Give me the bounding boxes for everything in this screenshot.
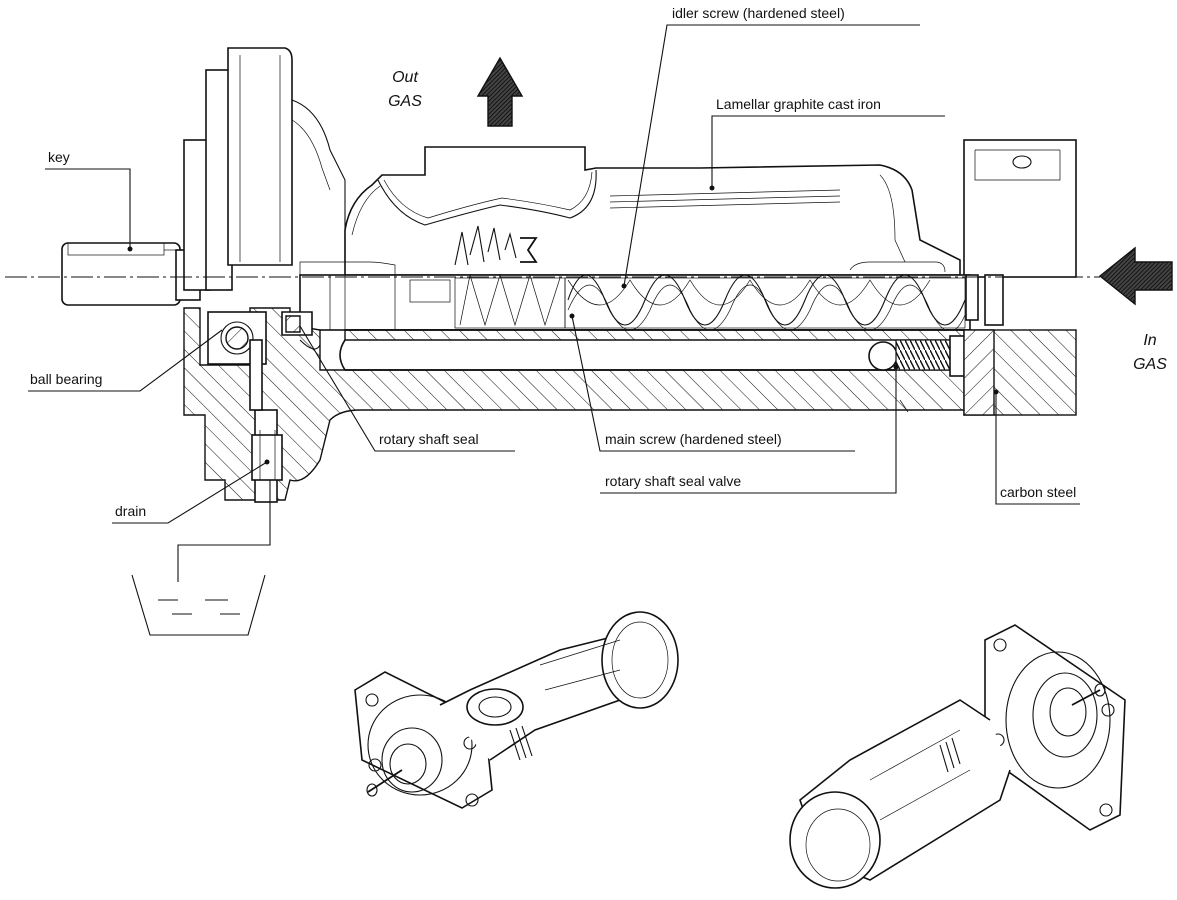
main-screw-label: main screw (hardened steel)	[605, 431, 782, 447]
rotary-shaft-seal-label: rotary shaft seal	[379, 431, 479, 447]
front-flange	[183, 47, 346, 291]
label-idler-screw: idler screw (hardened steel)	[623, 5, 920, 287]
pump-cross-section	[5, 47, 1100, 503]
rear-cap-top	[963, 139, 1077, 278]
label-ball-bearing: ball bearing	[28, 329, 223, 392]
label-key: key	[45, 149, 131, 249]
seal-valve	[868, 335, 967, 377]
label-rotary-shaft-seal: rotary shaft seal	[299, 325, 515, 452]
cast-iron-label: Lamellar graphite cast iron	[716, 96, 881, 112]
ball-bearing-label: ball bearing	[30, 371, 102, 387]
in-gas-arrow	[1098, 246, 1173, 306]
idler-screw-label: idler screw (hardened steel)	[672, 5, 845, 21]
in-gas-label: GAS	[1133, 356, 1167, 373]
isometric-view-right	[789, 624, 1126, 889]
in-label: In	[1143, 332, 1156, 349]
screw-assembly	[299, 225, 1004, 332]
key-label: key	[48, 149, 70, 165]
out-label: Out	[392, 69, 418, 86]
label-seal-valve: rotary shaft seal valve	[600, 367, 909, 494]
label-carbon-steel: carbon steel	[995, 392, 1080, 505]
lower-housing	[183, 307, 966, 503]
drain-container	[131, 480, 271, 636]
drain-label: drain	[115, 503, 146, 519]
carbon-steel-label: carbon steel	[1000, 484, 1076, 500]
label-main-screw: main screw (hardened steel)	[571, 315, 855, 452]
isometric-view-left	[354, 611, 679, 809]
label-cast-iron: Lamellar graphite cast iron	[711, 96, 945, 188]
out-gas-label: GAS	[388, 93, 422, 110]
label-drain: drain	[112, 461, 268, 524]
shaft-end	[61, 242, 201, 306]
out-gas-arrow	[476, 56, 524, 127]
seal-valve-label: rotary shaft seal valve	[605, 473, 741, 489]
rear-cap-bottom	[963, 329, 1077, 416]
main-housing	[299, 146, 961, 276]
